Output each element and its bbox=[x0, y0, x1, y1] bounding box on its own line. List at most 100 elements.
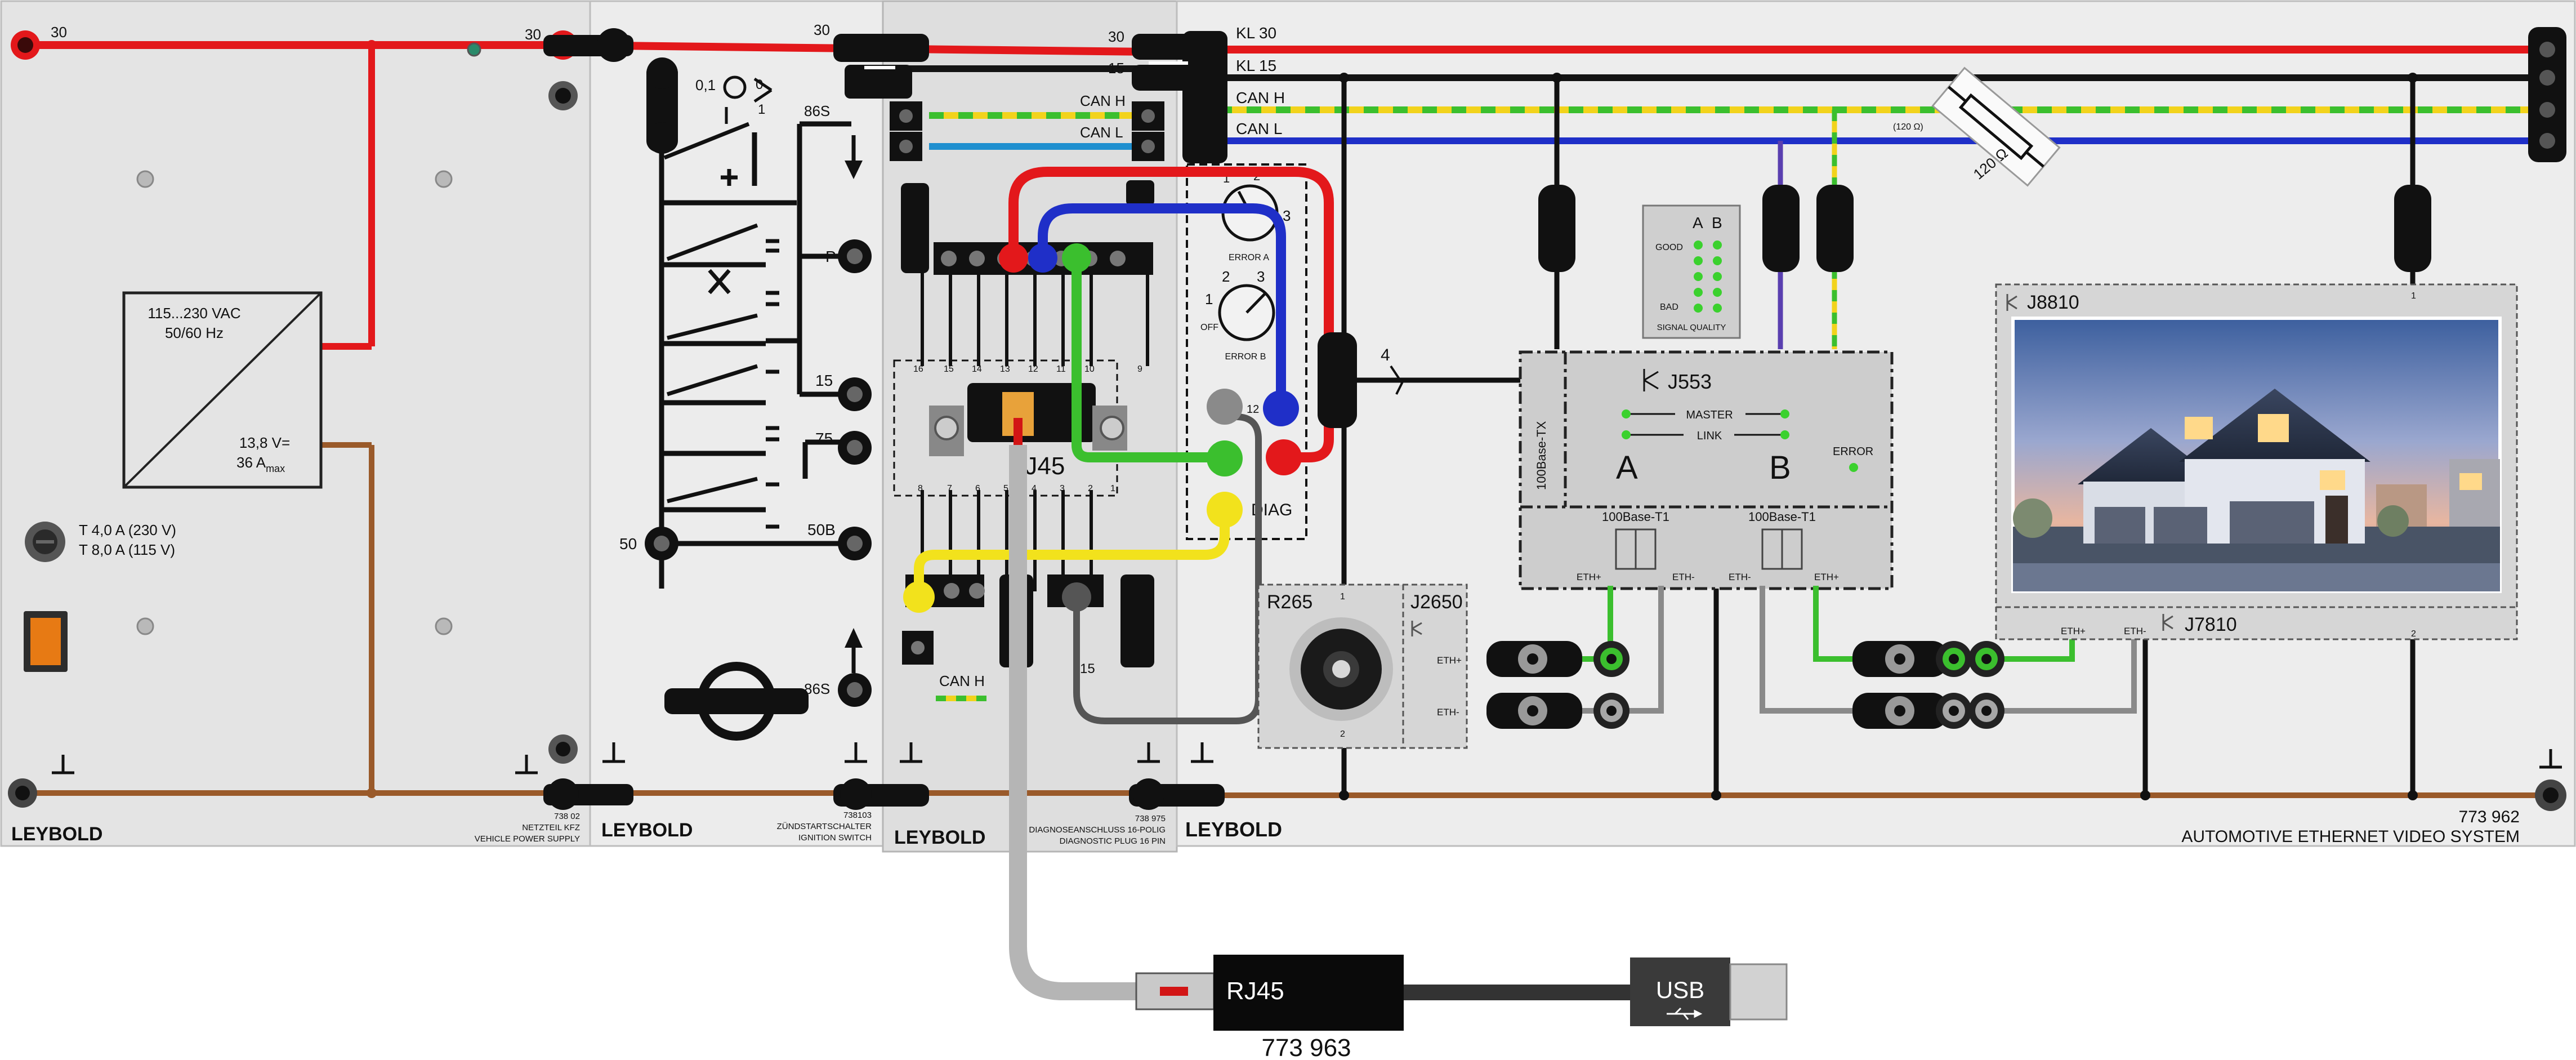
diag-pin-labels: 16 15 14 13 12 11 10 9 8 7 6 5 4 3 2 1 bbox=[913, 364, 1142, 493]
error-b-knob[interactable] bbox=[1218, 284, 1275, 341]
error-b-off: OFF bbox=[1200, 323, 1218, 332]
screw bbox=[136, 170, 154, 188]
diag-socket-can-h-right[interactable] bbox=[1132, 101, 1164, 131]
bus-can-h-label: CAN H bbox=[1236, 89, 1285, 106]
wire-4-label: 4 bbox=[1381, 346, 1390, 364]
eth-socket-camera-minus[interactable] bbox=[1593, 693, 1629, 729]
cable-plugs[interactable] bbox=[903, 243, 1302, 613]
socket-15[interactable] bbox=[838, 377, 872, 411]
socket-50[interactable] bbox=[645, 527, 678, 560]
psu-terminal-30[interactable] bbox=[11, 30, 40, 60]
system-inline-plugs[interactable] bbox=[1318, 185, 2431, 428]
psu-terminal-30-label: 30 bbox=[51, 24, 67, 41]
screw bbox=[136, 617, 154, 635]
psu-output-line2: 36 Amax bbox=[236, 454, 285, 474]
diag-pin-15: 15 bbox=[944, 364, 954, 374]
psu-output-socket-2[interactable] bbox=[548, 81, 578, 110]
psu-ground-socket[interactable] bbox=[548, 734, 578, 764]
ignition-term-30-label: 30 bbox=[814, 21, 830, 38]
eth-socket-display-in[interactable] bbox=[1936, 641, 1972, 729]
psu-panel bbox=[0, 0, 591, 847]
bridge-plug[interactable] bbox=[1129, 778, 1225, 810]
transistor-icon bbox=[2006, 294, 2173, 631]
display-screen-image bbox=[2011, 317, 2502, 593]
ignition-part-no: 738103 bbox=[843, 810, 872, 820]
power-switch[interactable] bbox=[24, 611, 68, 672]
gw-eth-minus-a: ETH- bbox=[1672, 572, 1695, 582]
display-pin2: 2 bbox=[2411, 629, 2416, 639]
error-a-pos-3: 3 bbox=[1283, 207, 1291, 224]
socket-p[interactable] bbox=[838, 239, 872, 273]
display-label: J8810 bbox=[2027, 292, 2079, 313]
bridge-plug[interactable] bbox=[543, 778, 633, 810]
system-part-no: 773 962 bbox=[2459, 808, 2520, 826]
fuse-line1: T 4,0 A (230 V) bbox=[79, 522, 176, 538]
socket-86s[interactable] bbox=[838, 673, 872, 707]
psu-output-30-label: 30 bbox=[525, 26, 541, 43]
bridge-plug[interactable] bbox=[833, 778, 929, 810]
camera-pin2: 2 bbox=[1340, 729, 1345, 739]
psu-ground-terminal[interactable] bbox=[8, 778, 37, 808]
eth-socket-camera-plus[interactable] bbox=[1593, 641, 1629, 677]
error-module-frame bbox=[1186, 163, 1307, 540]
diag-pin-15-label: 15 bbox=[1080, 661, 1095, 676]
diag-socket-can-l-right[interactable] bbox=[1132, 132, 1164, 161]
master-label: MASTER bbox=[1686, 409, 1733, 421]
sq-a-label: A bbox=[1693, 214, 1703, 231]
display-pin1: 1 bbox=[2411, 291, 2416, 301]
socket-75[interactable] bbox=[838, 431, 872, 465]
ignition-input-plug[interactable] bbox=[646, 57, 678, 154]
ignition-dial-symbol bbox=[723, 75, 773, 124]
gw-eth-plus-a: ETH+ bbox=[1577, 572, 1601, 582]
diag-pin-16: 16 bbox=[913, 364, 923, 374]
sq-leds bbox=[1694, 240, 1722, 313]
camera-label: R265 bbox=[1267, 591, 1312, 613]
psu-output-current: 36 A bbox=[236, 454, 266, 471]
diag-pin-2: 2 bbox=[1088, 484, 1093, 493]
bus-end-plug[interactable] bbox=[2528, 27, 2566, 162]
diag-can-h-bottom-label: CAN H bbox=[939, 672, 985, 689]
bridge-plug[interactable] bbox=[1132, 31, 1227, 163]
sq-title: SIGNAL QUALITY bbox=[1657, 323, 1726, 332]
bridge-plug[interactable] bbox=[833, 34, 929, 99]
sq-bad-label: BAD bbox=[1660, 302, 1678, 312]
usb-label: USB bbox=[1656, 977, 1704, 1003]
link-label: LINK bbox=[1697, 430, 1722, 442]
diag-plugs[interactable] bbox=[901, 180, 1154, 667]
diag-pin-12-label: 12 bbox=[1247, 403, 1259, 416]
error-b-pos-2: 2 bbox=[1222, 268, 1230, 285]
gateway-j553 bbox=[1519, 350, 1894, 590]
psu-part-no: 738 02 bbox=[554, 812, 580, 821]
psu-name-de: NETZTEIL KFZ bbox=[522, 823, 580, 832]
usb-plug bbox=[1630, 957, 1788, 1026]
wire-4-marker bbox=[1390, 365, 1404, 395]
camera-eth-plus: ETH+ bbox=[1437, 655, 1462, 666]
rj45-jack[interactable] bbox=[967, 383, 1096, 449]
port-b-label: B bbox=[1769, 449, 1791, 486]
diag-name-de: DIAGNOSEANSCHLUSS 16-POLIG bbox=[1029, 825, 1166, 835]
can-h-bus bbox=[929, 106, 2539, 119]
eth-socket-display-minus[interactable] bbox=[1968, 693, 2004, 729]
port-a-label: A bbox=[1616, 449, 1638, 486]
diag-socket-can-h-left[interactable] bbox=[890, 101, 922, 131]
camera-pin1: 1 bbox=[1340, 592, 1345, 602]
transistor-icon bbox=[1643, 369, 1659, 391]
diag-socket-can-l-left[interactable] bbox=[890, 132, 922, 161]
transistor-icon bbox=[1411, 621, 1422, 636]
screw bbox=[435, 170, 453, 188]
gateway-label: J553 bbox=[1668, 370, 1712, 393]
ignition-pos-01: 0,1 bbox=[695, 77, 716, 93]
eth-socket-display-plus[interactable] bbox=[1968, 641, 2004, 677]
error-b-label: ERROR B bbox=[1225, 352, 1266, 362]
fuse-holder[interactable] bbox=[25, 522, 65, 562]
system-name: AUTOMOTIVE ETHERNET VIDEO SYSTEM bbox=[2181, 827, 2520, 846]
bridge-plug[interactable] bbox=[543, 28, 633, 62]
ground-symbol bbox=[2539, 749, 2562, 769]
rj45-cable bbox=[1009, 445, 1137, 1000]
system-ground-terminal[interactable] bbox=[2535, 780, 2566, 811]
socket-50b[interactable] bbox=[838, 527, 872, 560]
eth-bridge-plugs[interactable] bbox=[1486, 641, 1948, 729]
system-brand: LEYBOLD bbox=[1185, 818, 1282, 841]
socket-75-label: 75 bbox=[815, 430, 833, 447]
ground-symbol bbox=[515, 755, 538, 774]
